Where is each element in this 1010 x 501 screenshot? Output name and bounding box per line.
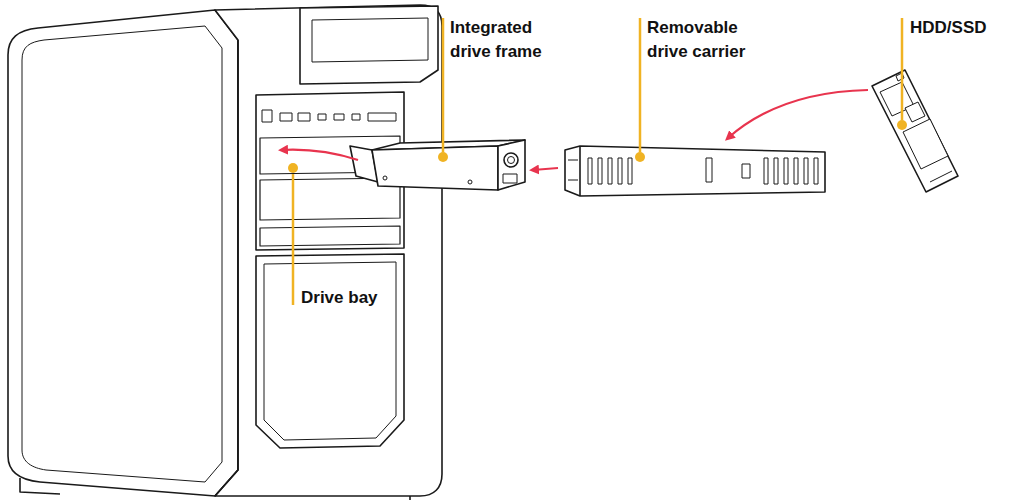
part-label: Removable drive carrier	[647, 16, 772, 64]
part-label: Drive bay	[301, 286, 411, 310]
part-label: Integrated drive frame	[450, 16, 568, 64]
part-label: HDD/SSD	[910, 16, 1005, 40]
